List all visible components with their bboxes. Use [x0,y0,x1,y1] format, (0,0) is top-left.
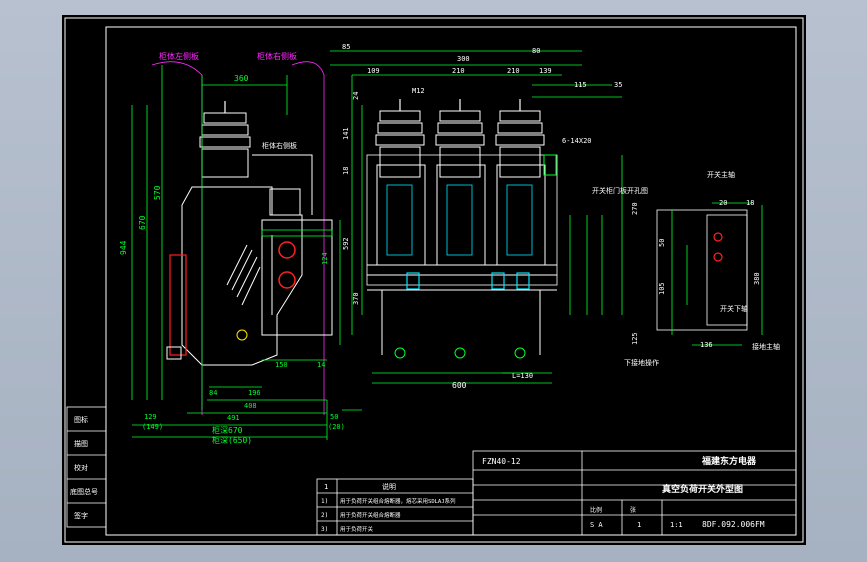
dim-125: 125 [631,332,639,345]
label-mounting-holes: 6-14X20 [562,137,592,145]
insulator-2 [435,99,485,178]
dim-20b: 20 [719,199,727,207]
strip-label-1: 图标 [74,415,88,424]
insulator-3 [495,99,545,178]
dim-149: (149) [142,423,163,431]
notes-header-no: 1 [324,483,328,491]
dim-360: 360 [234,74,249,83]
title-drawing-no: 8DF.092.006FM [702,520,765,529]
dim-380: 380 [753,272,761,285]
dim-105: 105 [658,282,666,295]
dim-l130: L=130 [512,372,533,380]
title-drawing-title: 真空负荷开关外型图 [662,483,743,495]
dim-84: 84 [209,389,217,397]
dim-300: 300 [457,55,470,63]
dim-600: 600 [452,381,467,390]
notes-row-2-no: 2) [321,512,328,519]
dim-width-670: 柜深670 [212,425,243,435]
dim-80: 80 [532,47,540,55]
dim-50: 50 [330,413,338,421]
label-earthing-down: 下接地操作 [624,358,659,367]
title-model: FZN40-12 [482,457,521,466]
left-title-strip: 图标 描图 校对 底图总号 签字 [66,406,107,528]
dim-408: 408 [244,402,257,410]
dim-124: 124 [321,252,329,265]
strip-label-3: 校对 [74,463,88,472]
dim-196: 196 [248,389,261,397]
dim-592: 592 [342,237,350,250]
dim-210a: 210 [452,67,465,75]
dim-141: 141 [342,127,350,140]
dim-18: 18 [342,167,350,175]
label-right-wall-2: 柜体右侧板 [262,141,297,150]
label-door-hole: 开关柜门板开孔图 [592,186,648,195]
outer-frame [64,17,804,543]
notes-row-2-text: 用于负荷开关组合熔断器 [340,511,401,519]
dim-491: 491 [227,414,240,422]
dim-210b: 210 [507,67,520,75]
dim-370: 370 [352,292,360,305]
dim-109: 109 [367,67,380,75]
drawing-sheet: 图标 描图 校对 底图总号 签字 [62,15,806,545]
dim-24: 24 [352,92,360,100]
dim-115: 115 [574,81,587,89]
label-right-wall: 柜体右侧板 [257,51,297,61]
dim-50b: 50 [658,239,666,247]
label-earthing-shaft: 接地主轴 [752,342,780,351]
title-sheet-label: 张 [630,506,636,514]
title-mark: S A [590,521,603,529]
notes-header-text: 说明 [382,482,396,491]
strip-label-2: 描图 [74,439,88,448]
notes-row-1-no: 1) [321,498,328,505]
dim-670: 670 [138,215,147,230]
dim-570: 570 [153,185,162,200]
strip-label-4: 底图总号 [70,487,98,496]
dim-150: 150 [275,361,288,369]
label-switch-down: 开关下轴 [720,304,748,313]
dim-20: (20) [328,423,345,431]
title-qty: 1 [637,521,641,529]
title-scale: 1:1 [670,521,683,529]
door-cutout-view: 20 18 50 105 380 136 开关柜门板开孔图 开关主轴 开关下轴 … [592,170,780,367]
dim-14: 14 [317,361,325,369]
label-switch-main: 开关主轴 [707,170,735,179]
dim-270: 270 [631,202,639,215]
dim-136: 136 [700,341,713,349]
title-block: 1 说明 1) 用于负荷开关组合熔断器，熔芯采用SDLAJ系列 2) 用于负荷开… [316,450,797,536]
notes-row-3-no: 3) [321,526,328,533]
dim-85: 85 [342,43,350,51]
title-company: 福建东方电器 [701,455,757,467]
side-view: 柜体左侧板 柜体右侧板 柜体右侧板 360 944 670 570 124 14… [119,51,362,445]
cad-drawing: 图标 描图 校对 底图总号 签字 [64,17,804,543]
dim-944: 944 [119,240,128,255]
strip-label-5: 签字 [74,511,88,520]
dim-m12: M12 [412,87,425,95]
notes-row-3-text: 用于负荷开关 [340,525,374,533]
dim-35: 35 [614,81,622,89]
dim-139: 139 [539,67,552,75]
title-scale-label: 比例 [590,506,602,514]
notes-row-1-text: 用于负荷开关组合熔断器，熔芯采用SDLAJ系列 [340,497,456,505]
label-left-wall: 柜体左侧板 [159,51,199,61]
insulator-side [199,101,251,178]
front-panel [261,219,333,336]
inner-frame [105,26,797,536]
dim-18b: 18 [746,199,754,207]
dim-width-650: 柜深(650) [212,435,252,445]
insulator-1 [375,99,425,178]
dim-129: 129 [144,413,157,421]
front-view: 85 300 80 109 210 210 139 115 35 M12 141… [330,43,639,390]
